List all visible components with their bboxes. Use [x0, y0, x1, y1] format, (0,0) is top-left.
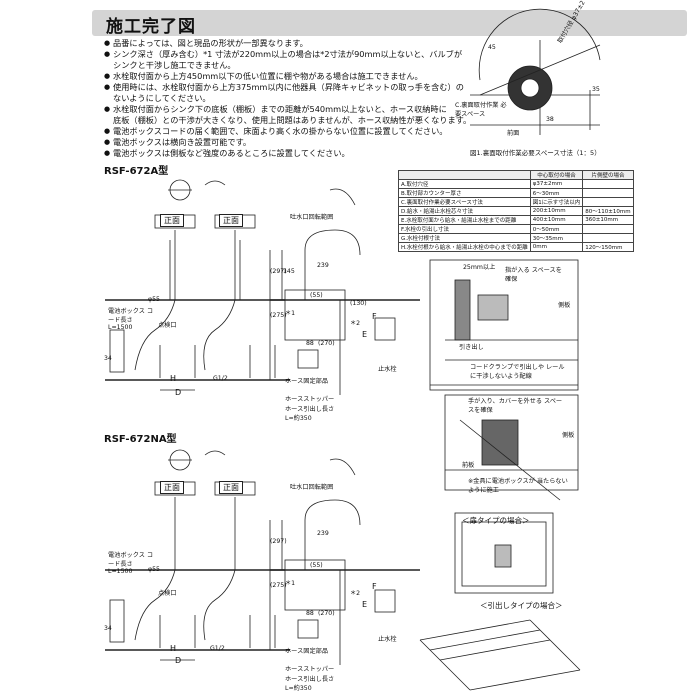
inspection-na: 点検口 [158, 590, 177, 597]
note-line: 電池ボックスコードの届く範囲で、床面より高く水の掛からない位置に設置してください… [104, 126, 474, 137]
dim275-na: (275) [270, 582, 287, 589]
spec-cell: 120〜150mm [582, 242, 634, 252]
phi55-a: φ55 [148, 296, 160, 303]
e-na: E [362, 600, 368, 609]
dim34-a: 34 [104, 355, 112, 362]
cabinet-illustration-lower [419, 512, 581, 691]
dim88-a: 88 [306, 340, 314, 347]
fig1-angle: 45 [488, 44, 496, 51]
pull-label: 引き出し [459, 344, 484, 351]
note-line: 使用時には、水栓取付面から上方375mm以内に他器具（昇降キャビネットの取っ手を… [104, 82, 474, 93]
note-line: ないようにしてください。 [113, 93, 211, 103]
front-label-na1: 正面 [160, 481, 184, 494]
dim55-na: (55) [310, 562, 323, 569]
stopvalve-na: 止水栓 [378, 636, 397, 643]
note-line: 電池ボックスは側板など強度のあるところに設置してください。 [104, 148, 474, 159]
dim270-na: (270) [318, 610, 335, 617]
note-line: シンク深さ（厚み含む）*1 寸法が220mm以上の場合は*2寸法が90mm以上な… [104, 49, 474, 60]
hose-fix-a: ホース固定部品 [285, 378, 329, 385]
model-name-a: RSF-672A型 [104, 166, 169, 177]
mark2-a: ＊2 [350, 320, 361, 327]
cabinet-illustration-middle [444, 394, 579, 501]
mark2-na: ＊2 [350, 590, 361, 597]
finger-space-label: 指が入る スペースを確保 [505, 267, 562, 283]
gap-label: 25mm以上 [463, 264, 496, 271]
inspection-a: 点検口 [158, 322, 177, 329]
note-line: 水栓取付面から上方450mm以下の低い位置に棚や物がある場合は施工できません。 [104, 71, 474, 82]
phi55-na: φ55 [148, 566, 160, 573]
d-na: D [175, 656, 182, 665]
figure1-diagram [470, 8, 601, 135]
caution-label: ※金具に電池ボックスが 当たらないように施工 [468, 478, 568, 494]
g12-na: G1/2 [210, 645, 225, 652]
note-line: シンクと干渉し施工できません。 [113, 60, 236, 70]
f-a: F [372, 312, 377, 321]
front-panel-label: 前板 [462, 462, 475, 469]
mark1-a: ＊1 [285, 310, 296, 317]
page-title: 施工完了図 [106, 17, 196, 37]
front-label-a2: 正面 [219, 214, 243, 227]
figure1-caption: 図1.裏面取付作業必要スペース寸法（1：5） [470, 149, 601, 157]
f-na: F [372, 582, 377, 591]
front-label-a1: 正面 [160, 214, 184, 227]
battery-box-a: 電池ボックス コード長さ L=1500 [108, 308, 154, 331]
h-na: H [170, 644, 177, 653]
fig1-dim35: 35 [592, 86, 600, 93]
drawer-type-title: ＜引出しタイプの場合＞ [480, 601, 563, 610]
h-a: H [170, 374, 177, 383]
dim130-a: (130) [350, 300, 367, 307]
side-panel-label: 側板 [558, 302, 571, 309]
rotation-a: 吐水口回転範囲 [290, 214, 334, 221]
hand-space-label: 手が入り、カバーを外せる スペースを確保 [468, 398, 563, 414]
e-a: E [362, 330, 368, 339]
dim55-a: (55) [310, 292, 323, 299]
fig1-front: 前面 [507, 130, 520, 137]
page-header: 施工完了図 [92, 10, 687, 37]
door-type-title: ＜扉タイプの場合＞ [462, 516, 530, 525]
hose-stopper-na: ホースストッパー [285, 666, 335, 673]
side-panel2-label: 側板 [562, 432, 575, 439]
notes-list: 品番によっては、図と現品の形状が一部異なります。シンク深さ（厚み含む）*1 寸法… [104, 38, 474, 159]
dim88-na: 88 [306, 610, 314, 617]
note-line: 電池ボックスは横向き設置可能です。 [104, 137, 474, 148]
fig1-space-label: C.裏面取付作業 必要スペース [455, 102, 507, 118]
dim275-a: (275) [270, 312, 287, 319]
spec-cell: H.水栓付根から給水・給湯止水栓の中心までの距離 [398, 242, 531, 252]
fig1-dim38: 38 [546, 116, 554, 123]
dim34-na: 34 [104, 625, 112, 632]
dim297-a: (297) [270, 268, 287, 275]
hose-len-na: ホース引出し長さ L=約350 [285, 676, 335, 692]
front-label-na2: 正面 [219, 481, 243, 494]
model-name-na: RSF-672NA型 [104, 434, 177, 445]
note-line: 底板（棚板）との干渉が大きくなり、使用上問題はありませんが、ホース収納性が悪くな… [113, 115, 472, 125]
note-line: 水栓取付面からシンク下の底板（棚板）までの距離が540mm以上ないと、ホース収納… [104, 104, 474, 115]
dim145-a: 145 [283, 268, 295, 275]
mark1-na: ＊1 [285, 580, 296, 587]
dim270-a: (270) [318, 340, 335, 347]
g12-a: G1/2 [213, 375, 228, 382]
cord-clamp-label: コードクランプで引出しや レールに干渉しないよう配線 [470, 364, 565, 380]
d-a: D [175, 388, 182, 397]
note-line: 品番によっては、図と現品の形状が一部異なります。 [104, 38, 474, 49]
dim239-a: 239 [317, 262, 329, 269]
diagram-672a [105, 179, 420, 395]
dim239-na: 239 [317, 530, 329, 537]
stopvalve-a: 止水栓 [378, 366, 397, 373]
cabinet-illustration-upper [429, 259, 579, 391]
hose-len-a: ホース引出し長さ L=約350 [285, 406, 335, 422]
hose-stopper-a: ホースストッパー [285, 396, 335, 403]
rotation-na: 吐水口回転範囲 [290, 484, 334, 491]
hose-fix-na: ホース固定部品 [285, 648, 329, 655]
dim297-na: (297) [270, 538, 287, 545]
diagram-672na [105, 449, 420, 665]
battery-box-na: 電池ボックス コード長さ L=1500 [108, 552, 154, 575]
